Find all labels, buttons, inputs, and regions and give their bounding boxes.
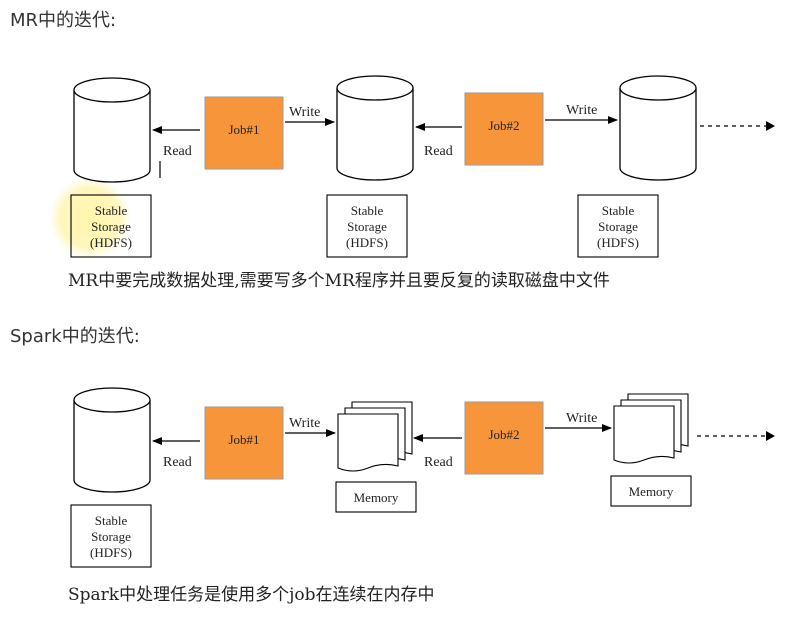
mr-storage-2-line1: Stable (351, 203, 384, 218)
mr-read-label-1: Read (163, 144, 192, 159)
spark-disk (73, 387, 151, 493)
mr-disk-1 (73, 77, 151, 183)
spark-section-title: Spark中的迭代: (10, 326, 140, 347)
spark-continue-arrowhead (766, 431, 775, 441)
spark-storage-box (70, 504, 152, 568)
mr-storage-box-1 (70, 194, 152, 258)
mr-storage-3-line3: (HDFS) (597, 235, 639, 250)
spark-memory-label-2: Memory (629, 484, 674, 499)
spark-read-label-2: Read (424, 455, 453, 470)
spark-read-label-1: Read (163, 455, 192, 470)
mr-storage-3-line1: Stable (602, 203, 635, 218)
spark-storage-line1: Stable (95, 513, 128, 528)
mr-disk-2 (336, 75, 414, 181)
spark-job2-label: Job#2 (488, 427, 519, 442)
mr-disk-3 (619, 75, 697, 181)
mr-caption: MR中要完成数据处理,需要写多个MR程序并且要反复的读取磁盘中文件 (68, 271, 610, 291)
mr-job2-box (464, 92, 544, 166)
mr-storage-1-line1: Stable (95, 203, 128, 218)
mr-section-title: MR中的迭代: (10, 10, 117, 31)
spark-storage-line2: Storage (91, 529, 131, 544)
mr-storage-1-line2: Storage (91, 219, 131, 234)
mr-storage-3-line2: Storage (598, 219, 638, 234)
spark-job1-label: Job#1 (228, 432, 259, 447)
mr-job1-box (204, 96, 284, 170)
mr-continue-arrowhead (766, 121, 775, 131)
mr-storage-box-2 (326, 194, 408, 258)
spark-job1-box (204, 406, 284, 480)
mr-write-label-2: Write (566, 103, 597, 118)
mr-write-label-1: Write (289, 105, 320, 120)
spark-job2-box (464, 401, 544, 475)
mr-job1-label: Job#1 (228, 122, 259, 137)
spark-write-label-2: Write (566, 411, 597, 426)
spark-write-label-1: Write (289, 416, 320, 431)
mr-read-label-2: Read (424, 144, 453, 159)
mr-storage-2-line2: Storage (347, 219, 387, 234)
mr-storage-2-line3: (HDFS) (346, 235, 388, 250)
mr-storage-box-3 (577, 194, 659, 258)
spark-memory-box-1 (335, 481, 417, 513)
spark-caption: Spark中处理任务是使用多个job在连续在内存中 (68, 585, 435, 605)
cursor-highlight (48, 176, 132, 260)
spark-memory-box-2 (610, 475, 692, 507)
spark-memory-stack-1 (337, 401, 413, 472)
mr-job2-label: Job#2 (488, 118, 519, 133)
spark-storage-line3: (HDFS) (90, 545, 132, 560)
spark-memory-stack-2 (613, 393, 689, 464)
spark-memory-label-1: Memory (354, 490, 399, 505)
mr-storage-1-line3: (HDFS) (90, 235, 132, 250)
